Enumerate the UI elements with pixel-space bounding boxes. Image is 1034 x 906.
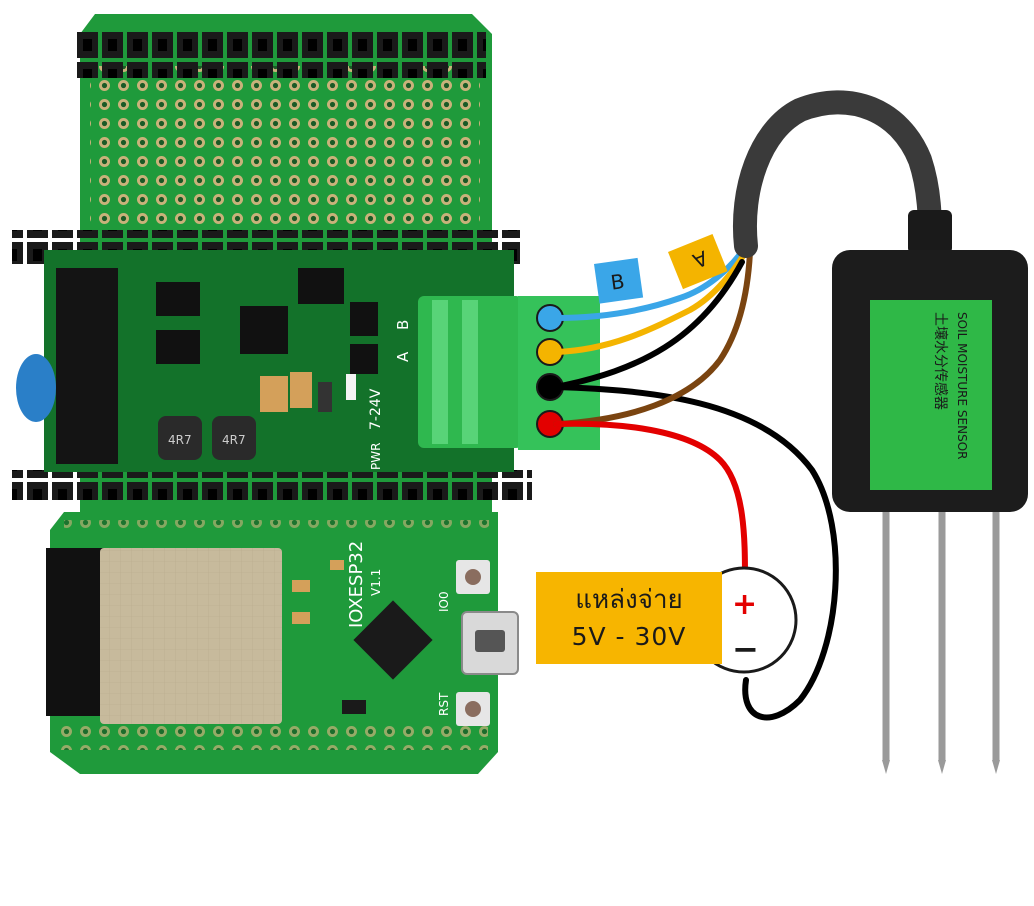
- power-supply-title: แหล่งจ่าย: [575, 585, 683, 615]
- wire-blue: [553, 243, 749, 321]
- supply-mark: 7-24V: [368, 388, 384, 430]
- power-minus: −: [732, 630, 759, 668]
- usb-uart-chip: [353, 600, 433, 680]
- top-pin-header: [74, 28, 486, 78]
- sensor-title: SOIL MOISTURE SENSOR: [955, 312, 969, 459]
- power-supply-voltage: 5V - 30V: [571, 622, 687, 651]
- wire-tag-b: B: [594, 257, 644, 304]
- pin-b-mark: B: [394, 320, 412, 330]
- pwr-mark: PWR: [369, 443, 383, 470]
- sensor-label-panel: [870, 300, 992, 490]
- wire-tag-a: A: [668, 234, 728, 290]
- esp32-name: IOXESP32: [346, 541, 367, 628]
- io0-label: IO0: [437, 591, 451, 612]
- esp32-board: IOXESP32 V1.1 IO0 RST: [46, 512, 519, 774]
- inductor-2: [212, 416, 256, 460]
- inductor-mark-2: 4R7: [222, 433, 246, 447]
- wires: [553, 243, 839, 721]
- cable-gland: [908, 210, 952, 254]
- sensor-cable: [733, 90, 942, 258]
- power-plus: +: [732, 587, 757, 622]
- middle-pin-header-bottom: [12, 470, 532, 500]
- soil-moisture-sensor: SOIL MOISTURE SENSOR 土壤水分传感器: [832, 250, 1028, 774]
- wire-tag-b-text: B: [609, 269, 626, 295]
- power-supply-label: แหล่งจ่าย 5V - 30V: [536, 572, 722, 664]
- inductor-mark-1: 4R7: [168, 433, 192, 447]
- rst-label: RST: [437, 692, 451, 716]
- wire-red: [553, 420, 748, 583]
- sensor-chinese-title: 土壤水分传感器: [932, 312, 949, 410]
- esp32-version: V1.1: [369, 569, 383, 596]
- inductor-1: [158, 416, 202, 460]
- capacitor: [16, 354, 56, 422]
- wire-brown: [553, 249, 753, 427]
- pin-a-mark: A: [394, 351, 412, 362]
- esp32-antenna: [46, 548, 108, 716]
- wire-yellow: [553, 245, 751, 355]
